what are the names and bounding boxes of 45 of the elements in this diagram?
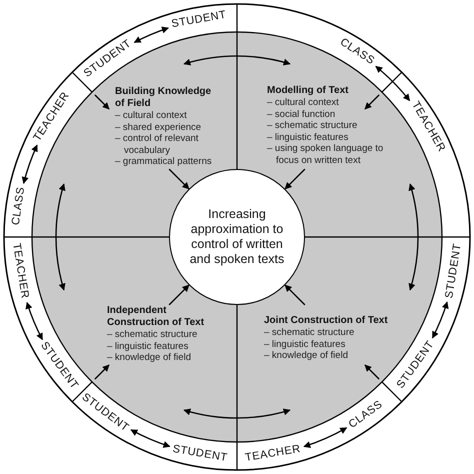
stage-heading: Building Knowledge of Field <box>115 86 212 110</box>
arrow <box>364 94 380 110</box>
arrow <box>168 168 190 190</box>
stage-heading: Independent Construction of Text <box>107 305 206 329</box>
role-label: STUDENT <box>170 10 228 31</box>
stage-item: – linguistic features <box>267 132 350 143</box>
stage-item: – using spoken language to focus on written text <box>267 143 384 166</box>
role-label: CLASS <box>11 186 28 226</box>
stage-item: – schematic structure <box>107 329 198 340</box>
cycle-arrow <box>56 183 66 291</box>
stage-item: – cultural context <box>267 97 340 108</box>
stage-item: – schematic structure <box>264 327 356 338</box>
arrow <box>284 284 306 306</box>
double-arrow <box>130 429 170 448</box>
stage-item: – control of relevant vocabulary <box>115 133 200 156</box>
arrow <box>94 94 110 110</box>
arrow <box>94 364 110 380</box>
stage-item: – knowledge of field <box>264 350 349 362</box>
stage-item: – linguistic features <box>264 338 346 350</box>
stage-item: – grammatical patterns <box>115 156 213 168</box>
stage-item: – knowledge of field <box>107 352 192 364</box>
arrow <box>364 364 380 380</box>
arrow <box>168 284 190 306</box>
cycle-arrow <box>183 56 291 66</box>
stage-item: – schematic structure <box>267 120 358 132</box>
stage-item: – social function <box>267 108 336 120</box>
double-arrow <box>375 66 410 102</box>
arrow <box>284 168 306 190</box>
role-label: TEACHER <box>244 444 302 464</box>
stage-item: – linguistic features <box>107 340 190 352</box>
double-arrow <box>303 427 348 448</box>
role-label: TEACHER <box>10 242 30 300</box>
role-label: STUDENT <box>444 243 464 300</box>
stage-item: – shared experience <box>115 122 202 133</box>
stage-item: – cultural context <box>115 110 188 122</box>
cycle-arrow <box>408 183 418 291</box>
goal-text: Increasing approximation to control of written and spoken texts <box>188 207 286 267</box>
double-arrow <box>432 301 448 339</box>
double-arrow <box>134 26 169 43</box>
double-arrow <box>22 144 38 184</box>
role-label: STUDENT <box>172 444 229 464</box>
stage-heading: Joint Construction of Text <box>264 315 389 327</box>
stage-heading: Modelling of Text <box>267 85 350 97</box>
double-arrow <box>26 302 43 340</box>
cycle-arrow <box>183 408 291 418</box>
